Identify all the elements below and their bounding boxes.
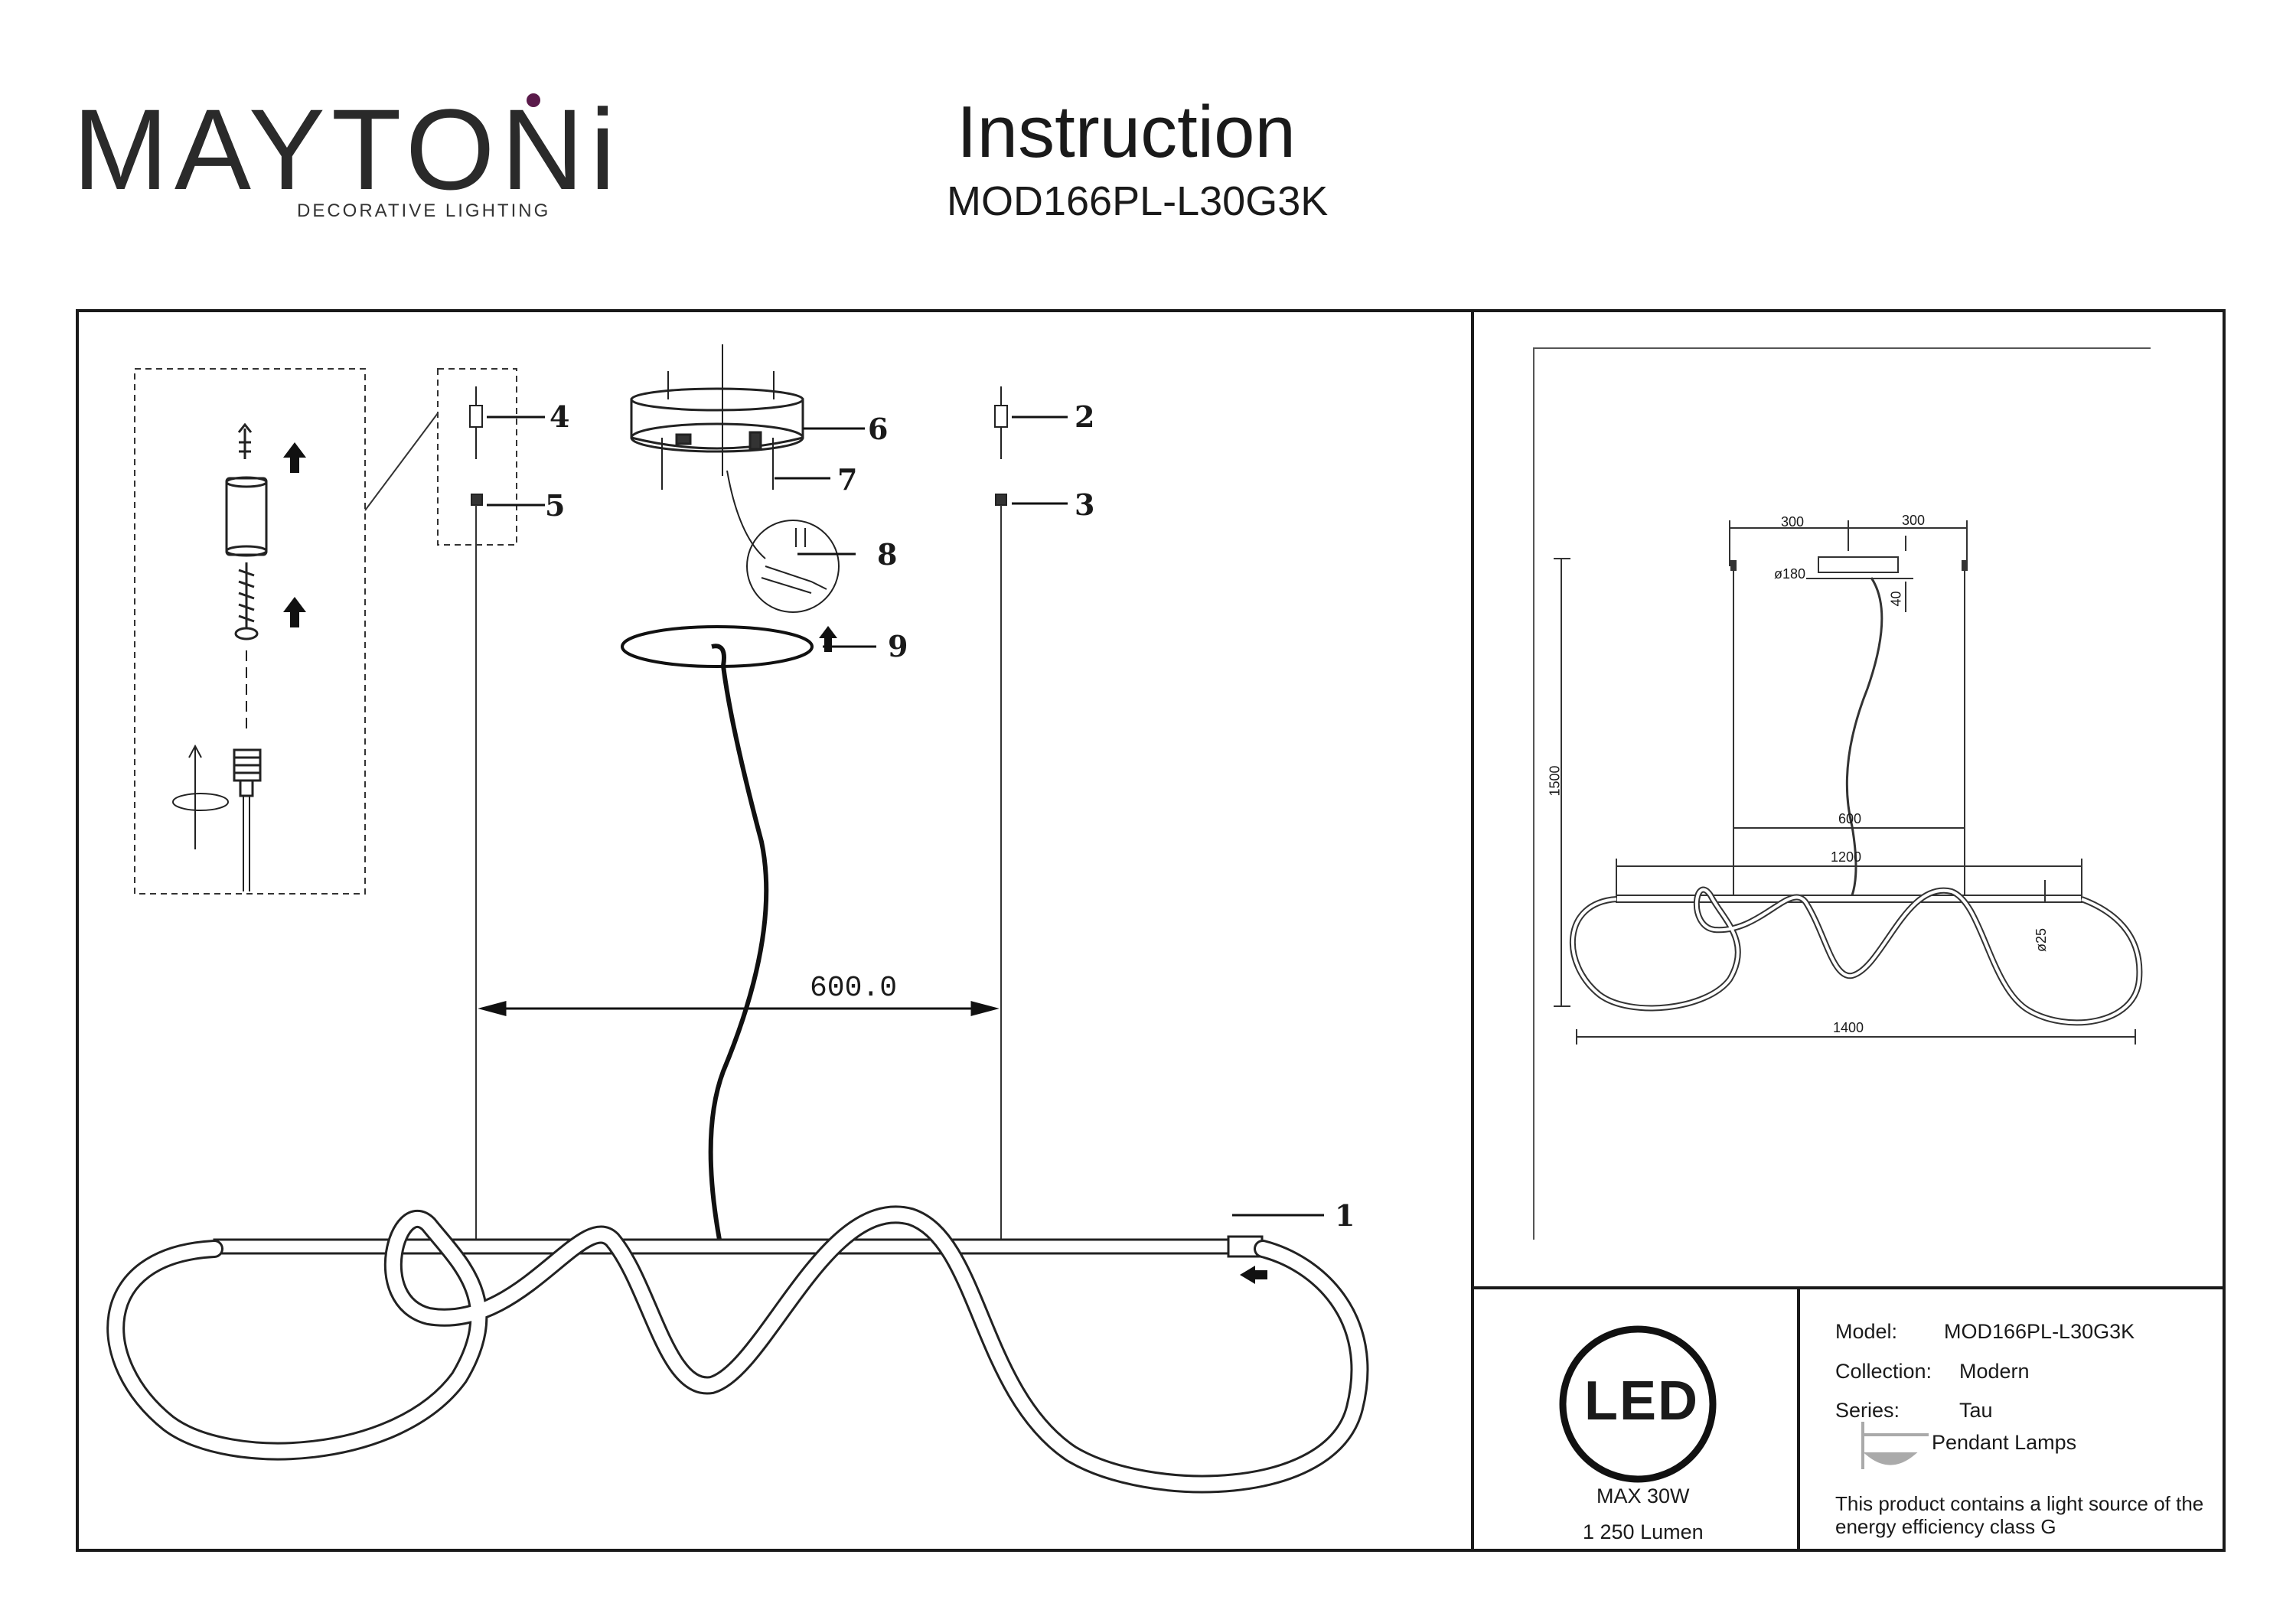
bar-end-arrow [1240,1266,1267,1284]
callout-2: 2 [1075,399,1095,434]
detail-parts [172,422,268,891]
callout-5: 5 [545,488,566,523]
detail-box [134,368,366,895]
spacing-label: 600.0 [810,972,898,1005]
dim-bar-length: 1200 [1831,849,1862,865]
model-label: Model: [1835,1320,1898,1343]
detail-arrows [283,442,306,627]
callout-6: 6 [868,412,889,446]
spacing-dimension [478,1001,1000,1016]
right-mount [994,386,1008,506]
energy-note-line2: energy efficiency class G [1835,1515,2056,1538]
dim-canopy-diameter: ø180 [1774,566,1806,582]
dim-suspension-spacing: 600 [1838,811,1862,826]
brand-logo: MAYTONi [73,85,622,213]
callout-7: 7 [837,462,858,497]
callout-1: 1 [1335,1198,1355,1233]
left-mount [469,386,483,506]
dim-top-left: 300 [1781,514,1805,530]
dim-total-height: 1500 [1547,765,1563,797]
brand-tagline: DECORATIVE LIGHTING [297,200,551,221]
model-value: MOD166PL-L30G3K [1944,1320,2135,1343]
energy-note-line1: This product contains a light source of … [1835,1492,2204,1515]
callout-3: 3 [1075,487,1095,522]
dim-tube-diameter: ø25 [2033,927,2050,953]
ring-base [621,625,814,668]
dimension-frame [1533,347,2151,1240]
ring-up-arrow [819,626,837,652]
brand-logo-dot [527,93,540,107]
led-icon [1559,1325,1717,1483]
model-number-title: MOD166PL-L30G3K [947,178,1329,224]
callout-8: 8 [877,537,898,572]
outer-frame [76,309,2226,1552]
detail-leader [364,412,439,511]
led-power: MAX 30W [1596,1484,1690,1507]
mount-detail-box [437,368,517,546]
series-value: Tau [1959,1399,1993,1422]
dim-canopy-height: 40 [1888,591,1904,607]
collection-value: Modern [1959,1360,2030,1383]
pendant-lamp-icon [1861,1422,1929,1469]
terminal-block-detail [726,470,840,613]
callout-4: 4 [550,399,570,434]
callout-9: 9 [888,629,908,663]
led-icon-text: LED [1584,1370,1699,1432]
page-title: Instruction [957,91,1296,173]
lamp-bar [213,1238,1230,1255]
dim-top-right: 300 [1902,513,1926,528]
type-value: Pendant Lamps [1932,1431,2077,1454]
callout-leaders [487,416,1324,1217]
power-cable [708,644,769,1240]
dim-drawing [1554,520,2143,1045]
lamp-tube-inner [109,1207,1367,1491]
series-label: Series: [1835,1399,1900,1422]
canopy [630,344,804,490]
dim-total-width: 1400 [1833,1020,1864,1035]
collection-label: Collection: [1835,1360,1932,1383]
led-lumen: 1 250 Lumen [1583,1520,1704,1543]
